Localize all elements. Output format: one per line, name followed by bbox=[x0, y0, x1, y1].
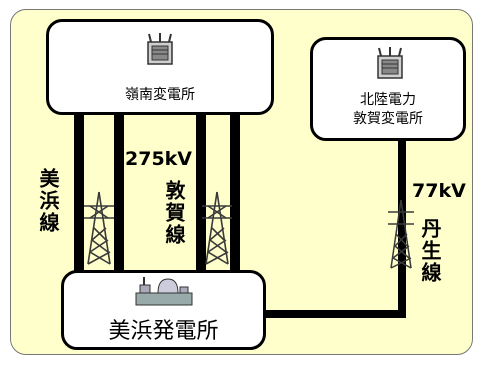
tsuruga-line-left bbox=[196, 112, 206, 277]
transformer-icon bbox=[377, 47, 403, 79]
reinan-substation-box: 嶺南変電所 bbox=[46, 19, 274, 115]
nyu-line-vertical bbox=[398, 138, 406, 318]
nyu-line-horizontal bbox=[262, 310, 406, 318]
tsuruga-line-right bbox=[230, 112, 240, 277]
transmission-tower-icon bbox=[202, 191, 232, 265]
mihama-line-label: 美浜線 bbox=[36, 168, 60, 234]
tsuruga-line-label: 敦賀線 bbox=[162, 180, 186, 246]
voltage-77kv-label: 77kV bbox=[412, 180, 466, 202]
nyu-line-label: 丹生線 bbox=[418, 218, 442, 284]
mihama-line-left bbox=[74, 112, 84, 277]
power-plant-icon bbox=[135, 277, 193, 306]
mihama-plant-box: 美浜発電所 bbox=[61, 270, 266, 350]
tsuruga-substation-label: 敦賀変電所 bbox=[353, 111, 423, 127]
transmission-tower-icon bbox=[84, 191, 114, 265]
transformer-icon bbox=[147, 33, 173, 65]
mihama-line-right bbox=[114, 112, 124, 277]
hokuriku-label: 北陸電力 bbox=[360, 92, 416, 108]
tsuruga-substation-box: 北陸電力 敦賀変電所 bbox=[310, 37, 466, 141]
mihama-plant-label: 美浜発電所 bbox=[108, 319, 219, 344]
transmission-tower-icon bbox=[388, 199, 414, 269]
voltage-275kv-label: 275kV bbox=[125, 148, 193, 170]
reinan-substation-label: 嶺南変電所 bbox=[125, 87, 195, 103]
